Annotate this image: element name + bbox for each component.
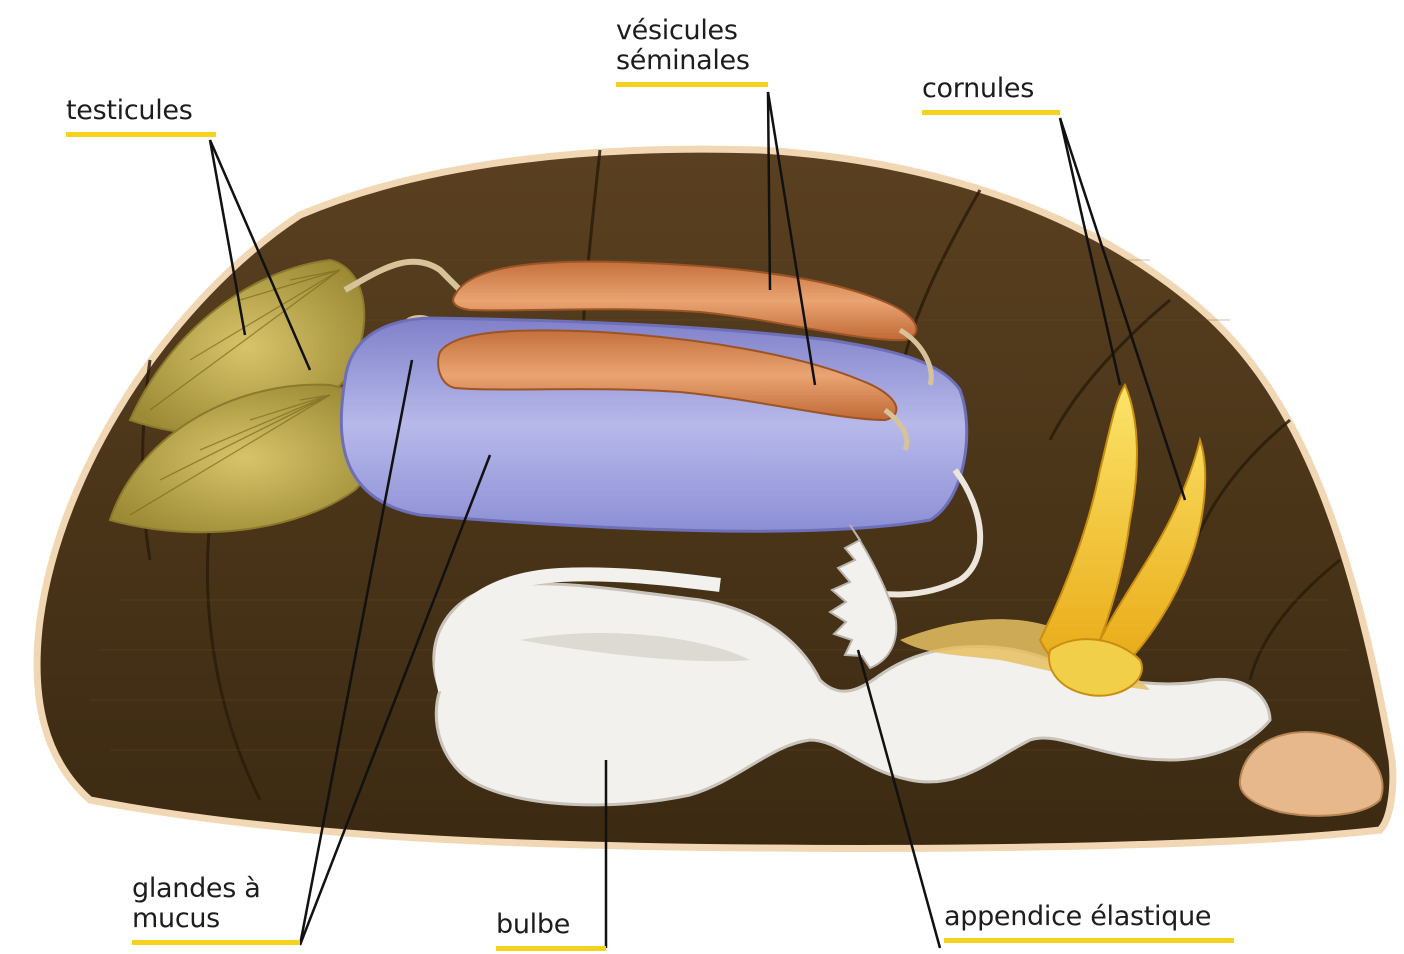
label-glandes-text-line1: glandes à bbox=[132, 874, 300, 904]
label-vesicules-seminales: vésicules séminales bbox=[616, 16, 768, 87]
label-glandes-text-line2: mucus bbox=[132, 904, 300, 934]
label-appendice-text: appendice élastique bbox=[944, 902, 1234, 932]
label-underline bbox=[132, 940, 300, 945]
label-underline bbox=[66, 132, 216, 137]
label-underline bbox=[944, 938, 1234, 943]
label-bulbe: bulbe bbox=[496, 910, 606, 951]
label-underline bbox=[922, 110, 1060, 115]
label-underline bbox=[496, 946, 606, 951]
label-testicules: testicules bbox=[66, 96, 216, 137]
label-vesicules-text-line2: séminales bbox=[616, 46, 768, 76]
label-bulbe-text: bulbe bbox=[496, 910, 606, 940]
label-testicules-text: testicules bbox=[66, 96, 216, 126]
label-cornules: cornules bbox=[922, 74, 1060, 115]
label-cornules-text: cornules bbox=[922, 74, 1060, 104]
testicules-organ bbox=[110, 260, 379, 532]
label-vesicules-text-line1: vésicules bbox=[616, 16, 768, 46]
label-appendice-elastique: appendice élastique bbox=[944, 902, 1234, 943]
label-glandes-mucus: glandes à mucus bbox=[132, 874, 300, 945]
label-underline bbox=[616, 82, 768, 87]
